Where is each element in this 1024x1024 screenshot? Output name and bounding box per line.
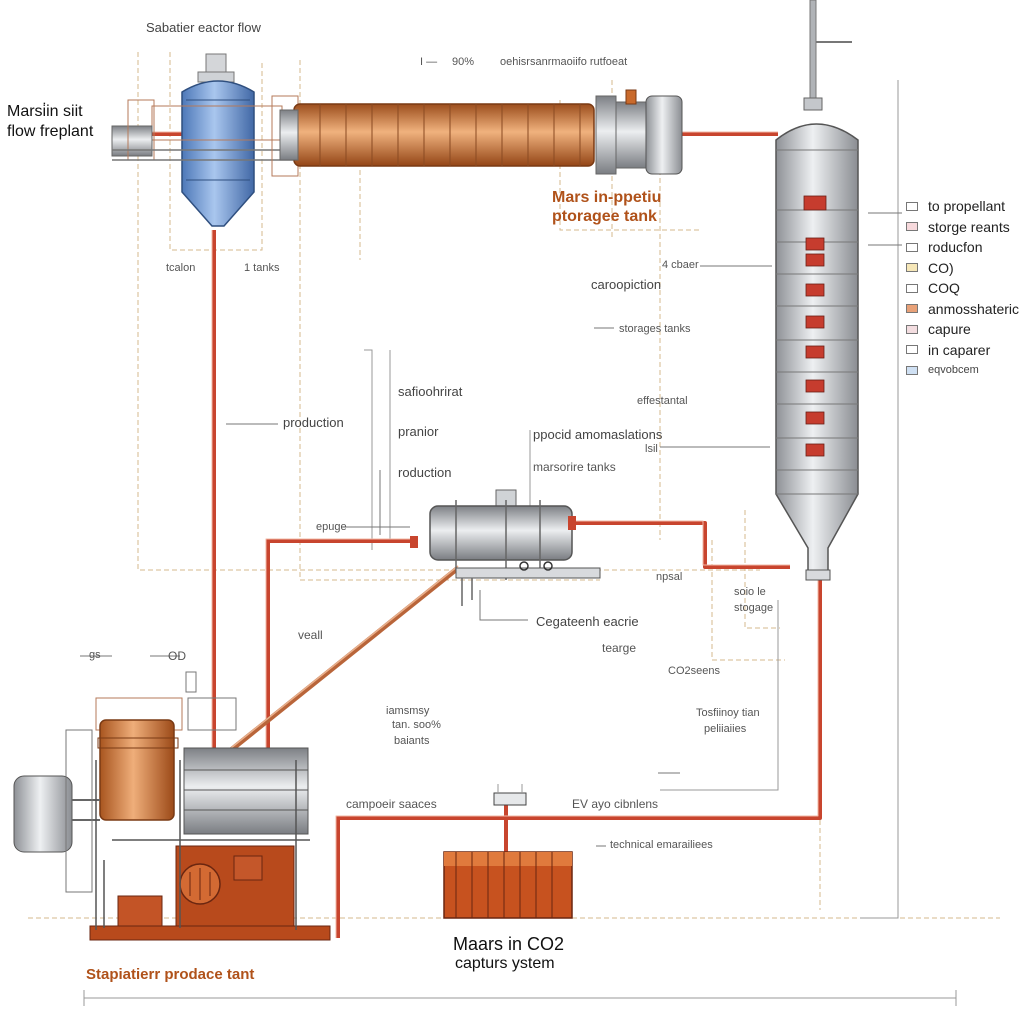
legend-swatch	[906, 222, 918, 232]
tosfiinoy-line1: Tosfiinoy tian	[696, 707, 760, 719]
legend-item: COQ	[906, 278, 1024, 299]
leader-arrows	[80, 212, 902, 847]
veall-label: veall	[298, 628, 323, 642]
legend-item: to propellant	[906, 196, 1024, 217]
top-right-note: oehisrsanrmaoiifo rutfoeat	[500, 56, 628, 68]
legend-swatch	[906, 242, 918, 252]
storages-tanks-label: storages tanks	[619, 323, 691, 335]
compressor-station	[13, 671, 331, 941]
ppocid-label: ppocid amomaslations	[533, 427, 663, 442]
pranior-label: pranior	[398, 424, 439, 439]
caroopiction-label: caroopiction	[591, 277, 662, 292]
legend-swatch	[906, 263, 918, 273]
cegateenh-label: Cegateenh eacrie	[536, 614, 639, 629]
legend-swatch	[906, 201, 918, 211]
thin-guides	[83, 80, 957, 1006]
legend-item: in caparer	[906, 340, 1024, 361]
sabatier-reactor-tank	[111, 53, 300, 227]
legend-label: COQ	[928, 280, 960, 297]
tosfiinoy-line2: peliiaiies	[704, 723, 747, 735]
gs-label: gs	[89, 649, 101, 661]
iamsmsy-line3: baiants	[394, 735, 430, 747]
legend-item: CO)	[906, 258, 1024, 279]
top-pct-dash: I —	[420, 56, 438, 68]
legend-label: roducfon	[928, 239, 983, 256]
legend-swatch	[906, 324, 918, 334]
legend-label: to propellant	[928, 198, 1006, 215]
iamsmsy-line1: iamsmsy	[386, 705, 430, 717]
legend-swatch	[906, 304, 918, 314]
tearge-label: tearge	[602, 641, 637, 655]
separator-tank	[410, 489, 601, 606]
legend-label: in caparer	[928, 341, 991, 358]
campoeir-label: campoeir saaces	[346, 797, 437, 811]
epuge-label: epuge	[316, 521, 347, 533]
legend-label: capure	[928, 321, 971, 338]
bottom-center-line1: Maars in CO2	[453, 934, 565, 954]
legend-item: roducfon	[906, 237, 1024, 258]
od-label: OD	[168, 649, 186, 663]
legend-label: storge reants	[928, 218, 1010, 235]
legend-label: eqvobcem	[928, 364, 979, 377]
eve-ayo-label: EV ayo cibnlens	[572, 797, 659, 811]
storage-column	[775, 123, 859, 581]
legend-swatch	[906, 365, 918, 375]
bottom-left-orange-title: Stapiatierr prodace tant	[86, 966, 255, 983]
tanks-label: 1 tanks	[244, 262, 280, 274]
solo-le-label: soio le	[734, 586, 766, 598]
technical-label: technical emarailiees	[610, 839, 713, 851]
bottom-center-line2: capturs ystem	[455, 955, 555, 972]
co2seens-label: CO2seens	[668, 665, 720, 677]
top-pct: 90%	[452, 56, 475, 68]
tcalon-label: tcalon	[166, 262, 196, 274]
iamsmsy-line2: tan. soo%	[392, 719, 441, 731]
cbaer-label: 4 cbaer	[662, 259, 699, 271]
copper-reactor	[271, 89, 683, 177]
effestantal-label: effestantal	[637, 395, 688, 407]
legend-item: capure	[906, 319, 1024, 340]
center-orange-line2: ptoragee tank	[552, 208, 657, 225]
roduction-label-mid: roduction	[398, 465, 452, 480]
center-orange-line1: Mars in-ppetiu	[552, 189, 662, 206]
legend-swatch	[906, 345, 918, 355]
legend-label: anmosshateric	[928, 300, 1020, 317]
legend-item: eqvobcem	[906, 360, 1024, 381]
legend-label: CO)	[928, 259, 954, 276]
left-title-line2: flow freplant	[7, 123, 94, 140]
vent-stack	[803, 0, 852, 111]
marsorire-label: marsorire tanks	[533, 460, 616, 474]
legend: to propellant storge reants roducfon CO)…	[906, 196, 1024, 381]
co2-capture-unit	[443, 784, 573, 919]
lsil-label: lsil	[645, 443, 658, 455]
top-title: Sabatier eactor flow	[146, 20, 261, 35]
legend-swatch	[906, 283, 918, 293]
safioohrirat-label: safioohrirat	[398, 384, 463, 399]
legend-item: anmosshateric	[906, 299, 1024, 320]
production-label-left: production	[283, 415, 344, 430]
stogage-label: stogage	[734, 602, 774, 614]
left-title-line1: Marsi̇in siit	[7, 103, 83, 120]
legend-item: storge reants	[906, 217, 1024, 238]
npsal-label: npsal	[656, 571, 683, 583]
